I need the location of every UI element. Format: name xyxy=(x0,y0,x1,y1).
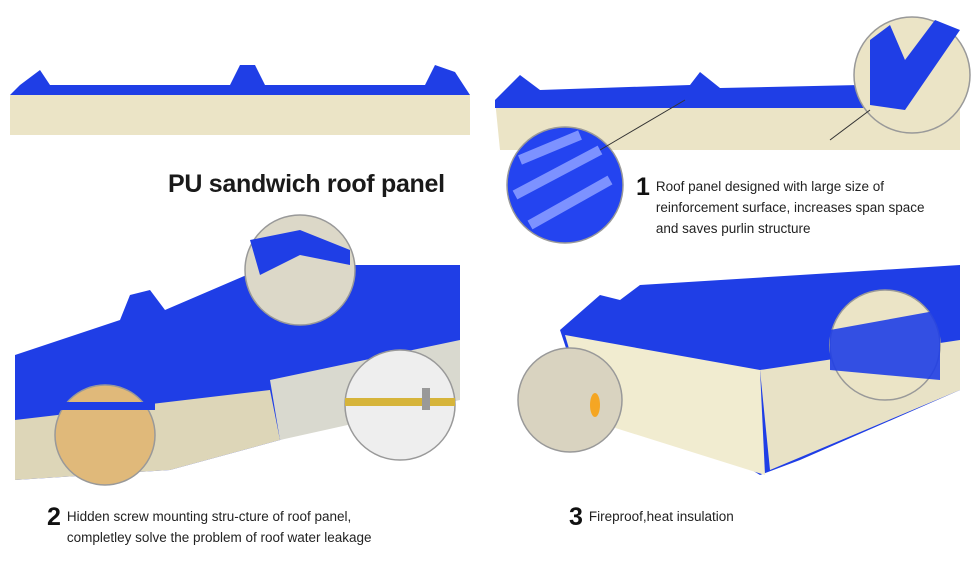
feature-text-line: Roof panel designed with large size of xyxy=(655,179,885,194)
feature-text-line: Hidden screw mounting stru-cture of roof… xyxy=(66,509,352,524)
feature-3: 3 Fireproof,heat insulation xyxy=(569,503,734,531)
feature-number: 1 xyxy=(636,173,650,201)
feature-text-line: completley solve the problem of roof wat… xyxy=(66,530,372,545)
feature-1: 1 Roof panel designed with large size of… xyxy=(636,173,925,239)
hidden-screw-image xyxy=(15,214,460,486)
roof-panel-image-detail xyxy=(495,16,971,244)
page-title: PU sandwich roof panel xyxy=(168,170,445,198)
foam-zoom-circle xyxy=(54,384,156,486)
feature-2: 2 Hidden screw mounting stru-cture of ro… xyxy=(47,503,372,548)
roof-panel-image-full xyxy=(10,65,470,135)
feature-text-line: and saves purlin structure xyxy=(655,221,811,236)
feature-number: 3 xyxy=(569,503,583,531)
feature-text-line: Fireproof,heat insulation xyxy=(588,509,734,524)
feature-number: 2 xyxy=(47,503,61,531)
fire-test-circle xyxy=(517,347,623,453)
feature-text-line: reinforcement surface, increases span sp… xyxy=(655,200,925,215)
fireproof-image xyxy=(517,265,960,475)
